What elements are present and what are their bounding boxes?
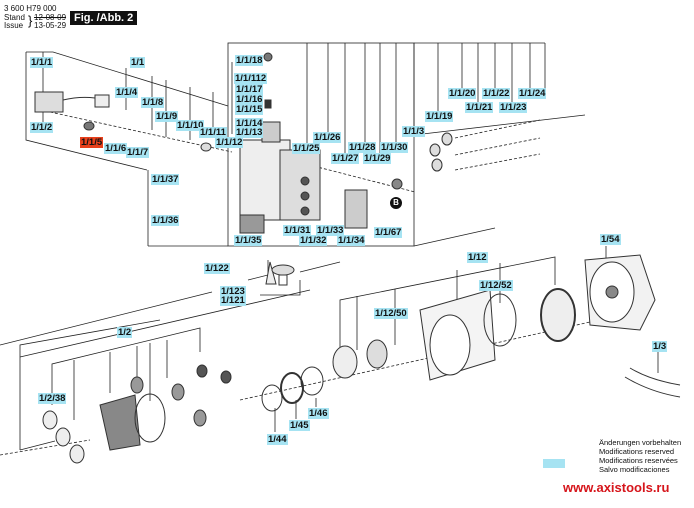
part-label[interactable]: 1/1/9 xyxy=(155,111,179,122)
part-label[interactable]: 1/1/27 xyxy=(331,153,360,164)
part-label[interactable]: 1/1/4 xyxy=(115,87,139,98)
stand-label: Stand xyxy=(4,13,25,22)
part-label[interactable]: 1/1/37 xyxy=(151,174,180,185)
note-line: Änderungen vorbehalten xyxy=(599,438,682,447)
part-label[interactable]: 1/1/21 xyxy=(465,102,494,113)
part-label[interactable]: 1/1/11 xyxy=(199,127,227,138)
part-label[interactable]: 1/3 xyxy=(652,341,668,352)
part-label[interactable]: 1/1/19 xyxy=(425,111,454,122)
valve-block-parts xyxy=(34,52,453,234)
part-label[interactable]: 1/1/10 xyxy=(176,120,205,131)
part-label[interactable]: 1/1/31 xyxy=(283,225,312,236)
label-color-swatch xyxy=(543,459,565,468)
part-label[interactable]: 1/46 xyxy=(308,408,329,419)
part-label[interactable]: 1/121 xyxy=(220,295,246,306)
part-label[interactable]: 1/122 xyxy=(204,263,230,274)
part-label[interactable]: 1/1/26 xyxy=(313,132,342,143)
part-label[interactable]: 1/1/18 xyxy=(235,55,264,66)
modification-notes: Änderungen vorbehalten Modifications res… xyxy=(599,438,681,474)
part-label[interactable]: 1/1/3 xyxy=(402,126,426,137)
website-url[interactable]: www.axistools.ru xyxy=(563,480,670,495)
group-outline-1-1 xyxy=(26,51,229,107)
part-label[interactable]: 1/1/36 xyxy=(151,215,180,226)
part-label[interactable]: 1/1/20 xyxy=(448,88,477,99)
part-label[interactable]: 1/1/22 xyxy=(482,88,511,99)
note-line: Modifications reservées xyxy=(599,456,678,465)
document-number: 3 600 H79 000 xyxy=(4,4,57,13)
figure-title: Fig. /Abb. 2 xyxy=(70,11,138,25)
part-label[interactable]: 1/1/16 xyxy=(235,94,264,105)
part-label[interactable]: 1/44 xyxy=(267,434,288,445)
pump-parts xyxy=(42,254,681,464)
callout-b: B xyxy=(390,197,402,209)
brace: } xyxy=(28,13,33,28)
part-label[interactable]: 1/2/38 xyxy=(38,393,67,404)
issue-date: 13-05-29 xyxy=(34,21,67,30)
part-label[interactable]: 1/1/67 xyxy=(374,227,403,238)
part-label[interactable]: 1/1/23 xyxy=(499,102,528,113)
issue-label: Issue xyxy=(4,21,24,30)
part-label[interactable]: 1/1 xyxy=(130,57,146,68)
part-label[interactable]: 1/1/2 xyxy=(30,122,54,133)
part-label[interactable]: 1/1/30 xyxy=(380,142,409,153)
part-label[interactable]: 1/1/32 xyxy=(299,235,328,246)
part-label[interactable]: 1/123 xyxy=(220,286,246,297)
part-label[interactable]: 1/1/112 xyxy=(234,73,268,84)
part-label[interactable]: 1/2 xyxy=(117,327,133,338)
stand-date: 12-08-09 xyxy=(34,13,67,22)
part-label[interactable]: 1/12 xyxy=(467,252,488,263)
part-label[interactable]: 1/1/5 xyxy=(80,137,104,148)
part-label[interactable]: 1/1/17 xyxy=(235,84,264,95)
part-label[interactable]: 1/1/34 xyxy=(337,235,366,246)
part-label[interactable]: 1/1/33 xyxy=(316,225,345,236)
part-label[interactable]: 1/1/12 xyxy=(215,137,244,148)
note-line: Modifications reserved xyxy=(599,447,675,456)
part-label[interactable]: 1/1/29 xyxy=(363,153,392,164)
part-label[interactable]: 1/12/50 xyxy=(374,308,408,319)
part-label[interactable]: 1/45 xyxy=(289,420,310,431)
part-label[interactable]: 1/1/35 xyxy=(234,235,263,246)
part-label[interactable]: 1/1/1 xyxy=(30,57,54,68)
note-line: Salvo modificaciones xyxy=(599,465,670,474)
part-label[interactable]: 1/1/14 xyxy=(235,118,264,129)
part-label[interactable]: 1/12/52 xyxy=(479,280,513,291)
part-label[interactable]: 1/1/15 xyxy=(235,104,264,115)
part-label[interactable]: 1/1/28 xyxy=(348,142,377,153)
part-label[interactable]: 1/1/13 xyxy=(235,127,264,138)
part-label[interactable]: 1/54 xyxy=(600,234,621,245)
part-label[interactable]: 1/1/6 xyxy=(104,143,128,154)
part-label[interactable]: 1/1/25 xyxy=(292,143,321,154)
part-label[interactable]: 1/1/24 xyxy=(518,88,547,99)
part-label[interactable]: 1/1/8 xyxy=(141,97,165,108)
part-label[interactable]: 1/1/7 xyxy=(126,147,150,158)
